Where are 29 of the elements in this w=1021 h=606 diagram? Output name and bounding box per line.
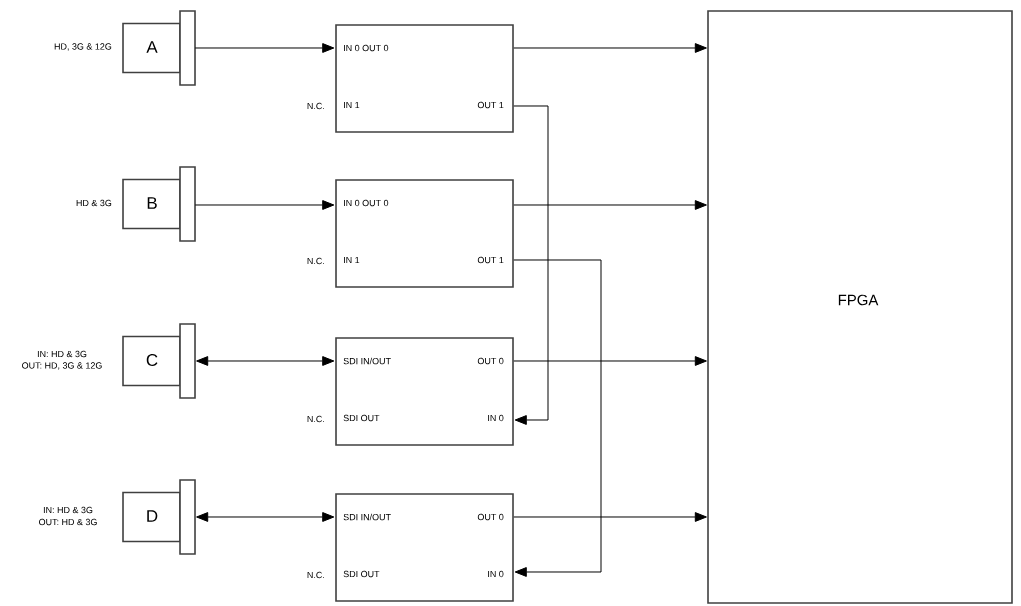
signal-label: HD, 3G & 12G [54,43,112,51]
arrow [196,512,335,522]
signal-label: OUT: HD, 3G & 12G [22,362,102,370]
chip-box: IN 0 OUT 0 IN 1 OUT 1 [335,24,514,133]
fpga-box: FPGA [707,10,1013,604]
arrow [194,43,335,53]
signal-label: HD & 3G [76,199,112,207]
arrow [513,512,707,522]
chip-box: IN 0 OUT 0 IN 1 OUT 1 [335,179,514,288]
arrow [513,43,707,53]
arrow [194,200,335,210]
pin-label: N.C. [307,415,324,423]
chip-box: SDI IN/OUT OUT 0 SDI OUT IN 0 [335,337,514,446]
pin-label: N.C. [307,571,324,579]
arrow [513,259,602,577]
connector: A [122,10,196,86]
signal-label: IN: HD & 3G [43,506,93,514]
pin-label: N.C. [307,257,324,265]
connector: D [122,479,196,555]
arrow [196,356,335,366]
arrow [513,356,707,366]
signal-label: IN: HD & 3G [37,350,87,358]
connector: B [122,166,196,242]
arrow [513,105,549,425]
signal-label: OUT: HD & 3G [39,518,97,526]
chip-box: SDI IN/OUT OUT 0 SDI OUT IN 0 [335,493,514,602]
connector: C [122,323,196,399]
arrow [513,200,707,210]
pin-label: N.C. [307,102,324,110]
